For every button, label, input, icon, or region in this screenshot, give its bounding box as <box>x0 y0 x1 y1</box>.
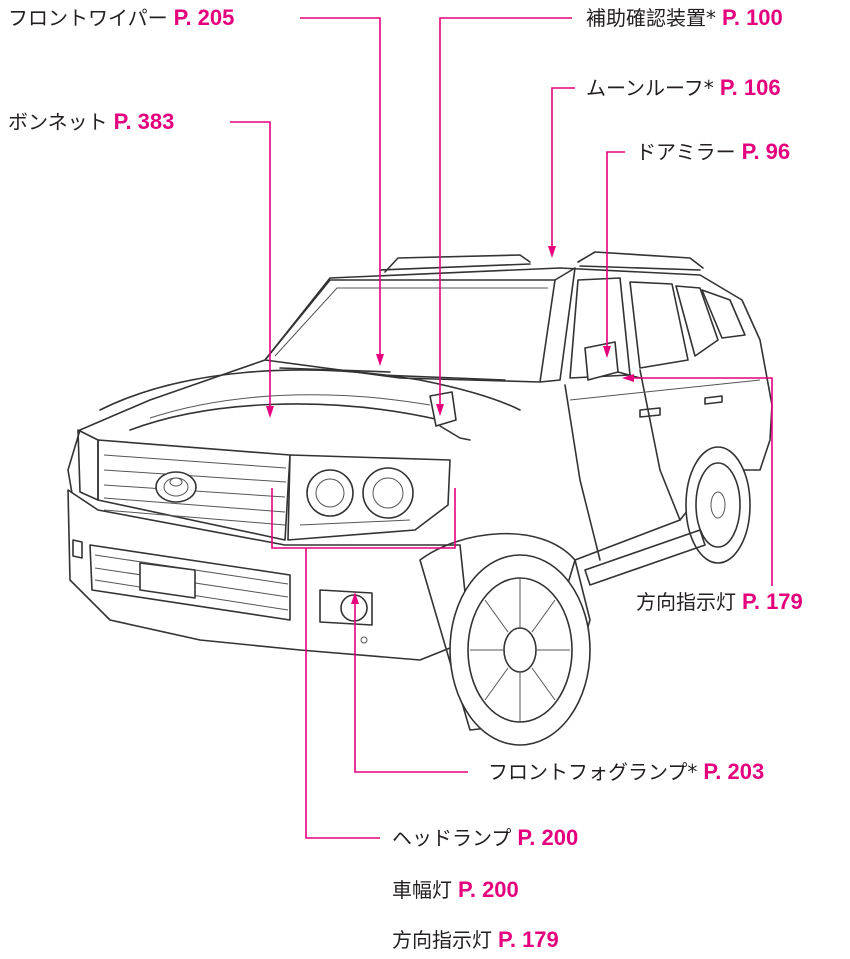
leader-bonnet <box>230 121 271 412</box>
label-bonnet-name: ボンネット <box>8 110 108 134</box>
leader-headlamp-group <box>305 548 380 839</box>
label-moonroof-name: ムーンルーフ* <box>586 76 714 100</box>
label-front-wiper-page[interactable]: P. 205 <box>173 5 235 30</box>
label-side-turn-page[interactable]: P. 179 <box>742 589 803 614</box>
label-assist-mirror-name: 補助確認装置* <box>586 6 716 30</box>
arrow-front-wiper <box>376 354 384 366</box>
label-fog-lamp-name: フロントフォグランプ* <box>488 760 698 784</box>
leader-side-turn <box>628 377 773 586</box>
headlamp-bracket <box>271 488 456 549</box>
label-headlamp-page[interactable]: P. 200 <box>517 825 579 850</box>
arrow-fog-lamp <box>351 592 359 604</box>
label-door-mirror-page[interactable]: P. 96 <box>741 139 791 164</box>
label-door-mirror-name: ドアミラー <box>636 140 736 164</box>
label-fog-lamp-page[interactable]: P. 203 <box>703 759 765 784</box>
arrow-door-mirror <box>603 346 611 358</box>
label-clearance-name: 車幅灯 <box>392 878 452 902</box>
label-assist-mirror-page[interactable]: P. 100 <box>722 5 783 30</box>
leader-door-mirror <box>606 151 625 352</box>
label-clearance-page[interactable]: P. 200 <box>458 877 519 902</box>
leader-fog-lamp <box>354 598 468 773</box>
arrow-assist-mirror <box>436 404 444 416</box>
leader-assist-mirror <box>439 17 572 410</box>
label-moonroof: ムーンルーフ*P. 106 <box>586 75 781 101</box>
label-fog-lamp: フロントフォグランプ*P. 203 <box>488 759 765 785</box>
label-front-turn-page[interactable]: P. 179 <box>498 927 559 952</box>
label-front-turn-name: 方向指示灯 <box>392 928 492 952</box>
label-assist-mirror: 補助確認装置*P. 100 <box>586 5 783 31</box>
arrow-bonnet <box>266 406 274 418</box>
arrow-side-turn <box>622 374 634 382</box>
label-front-wiper-name: フロントワイパー <box>8 6 168 30</box>
car-body <box>67 251 773 746</box>
label-bonnet-page[interactable]: P. 383 <box>113 109 175 134</box>
arrow-moonroof <box>548 246 556 258</box>
leader-front-wiper <box>300 17 381 360</box>
leader-moonroof <box>551 87 575 252</box>
label-moonroof-page[interactable]: P. 106 <box>719 75 781 100</box>
leader-lines <box>230 17 773 839</box>
label-headlamp-name: ヘッドランプ <box>392 826 512 850</box>
label-side-turn-name: 方向指示灯 <box>636 590 736 614</box>
